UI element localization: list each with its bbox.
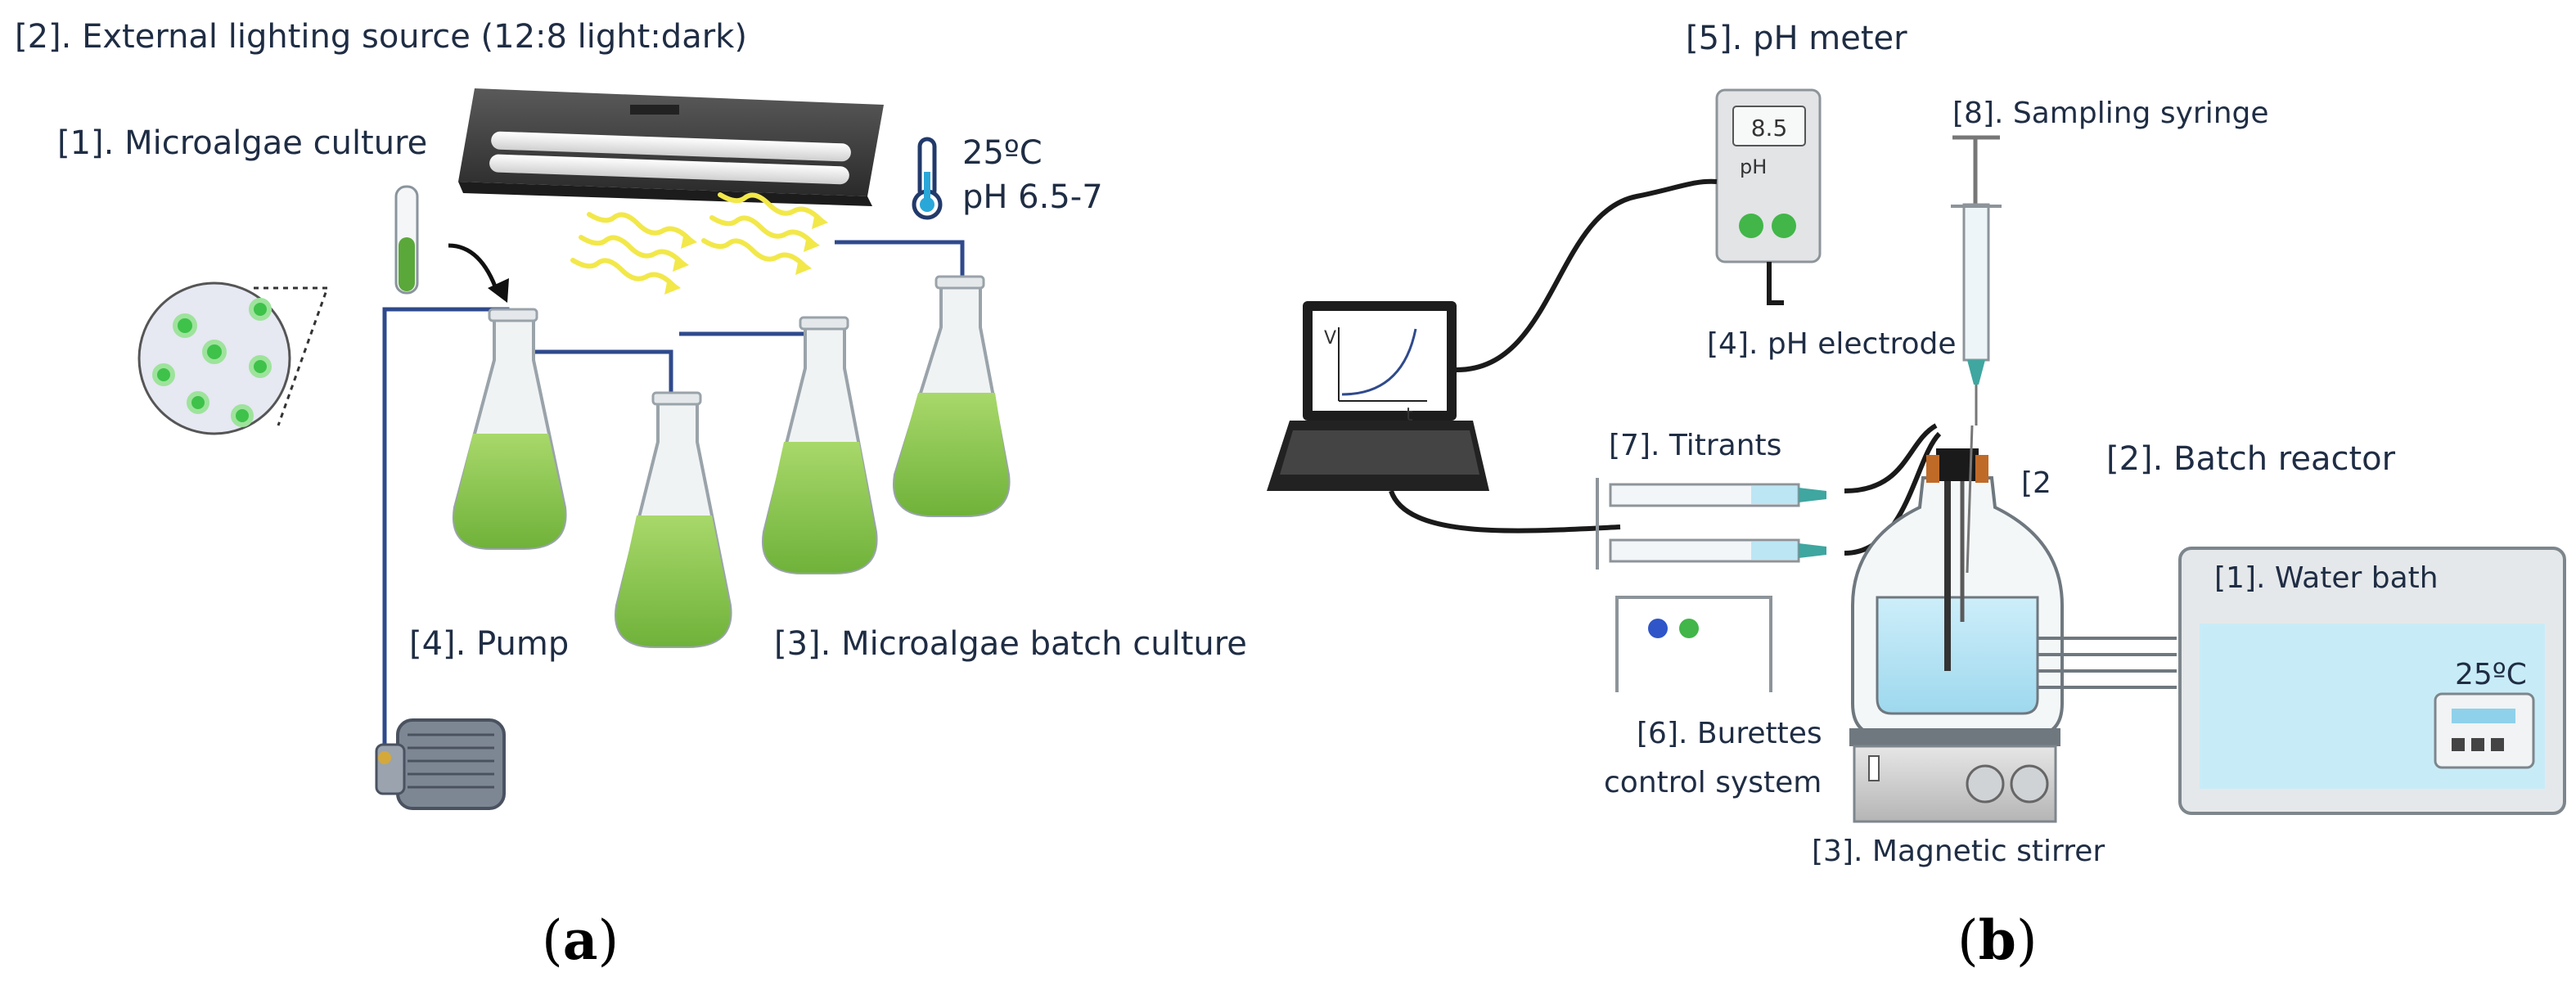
burettes-control-icon xyxy=(1615,596,1772,692)
ph-electrode-label: [4]. pH electrode xyxy=(1707,327,1957,361)
ph-range-label: pH 6.5-7 xyxy=(962,178,1103,216)
bath-temperature-label: 25ºC xyxy=(2455,658,2527,691)
water-bath-label: [1]. Water bath xyxy=(2214,561,2439,595)
sampling-syringe-icon xyxy=(1951,135,2002,425)
cables xyxy=(1389,178,1942,556)
panel-b: [5]. pH meter 8.5 pH [8]. Sampling syrin… xyxy=(1267,20,2566,972)
test-tube-icon xyxy=(394,185,419,295)
magnetic-stirrer-label: [3]. Magnetic stirrer xyxy=(1812,835,2105,868)
flask-1 xyxy=(453,308,567,550)
titrants-label: [7]. Titrants xyxy=(1609,429,1781,462)
burettes-label-line1: [6]. Burettes xyxy=(1637,717,1822,750)
burettes-label-line2: control system xyxy=(1604,766,1822,799)
flask-3 xyxy=(762,316,878,574)
panel-a-label: (a) xyxy=(542,908,619,972)
transfer-arrow-icon xyxy=(448,243,500,294)
ph-text: pH xyxy=(1740,155,1767,178)
flask-2 xyxy=(615,391,732,648)
pump-icon xyxy=(375,718,506,810)
water-bath-icon xyxy=(2178,547,2566,815)
ph-display: 8.5 xyxy=(1751,115,1788,142)
microalgae-culture-label: [1]. Microalgae culture xyxy=(57,124,427,162)
light-rays-icon xyxy=(570,192,822,287)
lamp-icon xyxy=(458,88,884,206)
sampling-syringe-label: [8]. Sampling syringe xyxy=(1952,97,2269,130)
temperature-label: 25ºC xyxy=(962,134,1043,172)
reactor-bracket-label: [2 xyxy=(2021,466,2051,500)
pump-label: [4]. Pump xyxy=(409,625,569,663)
batch-reactor-label: [2]. Batch reactor xyxy=(2106,440,2396,478)
burettes-icon xyxy=(1596,478,1826,570)
flask-4 xyxy=(893,275,1011,517)
magnetic-stirrer-icon xyxy=(1849,728,2060,823)
water-bath-pipes xyxy=(2038,637,2177,689)
ph-meter-label: [5]. pH meter xyxy=(1686,20,1907,57)
lighting-source-label: [2]. External lighting source (12:8 ligh… xyxy=(15,18,747,56)
batch-reactor-icon xyxy=(1851,425,2064,738)
thermometer-icon xyxy=(912,137,943,220)
microscope-view-icon xyxy=(137,281,330,435)
plot-t-label: t xyxy=(1406,405,1413,425)
panel-b-label: (b) xyxy=(1957,908,2038,972)
laptop-icon: V t xyxy=(1267,301,1489,491)
panel-a: [2]. External lighting source (12:8 ligh… xyxy=(15,18,1247,972)
plot-v-label: V xyxy=(1324,328,1336,349)
batch-culture-label: [3]. Microalgae batch culture xyxy=(774,625,1247,663)
ph-meter-icon: 8.5 pH xyxy=(1715,88,1822,263)
